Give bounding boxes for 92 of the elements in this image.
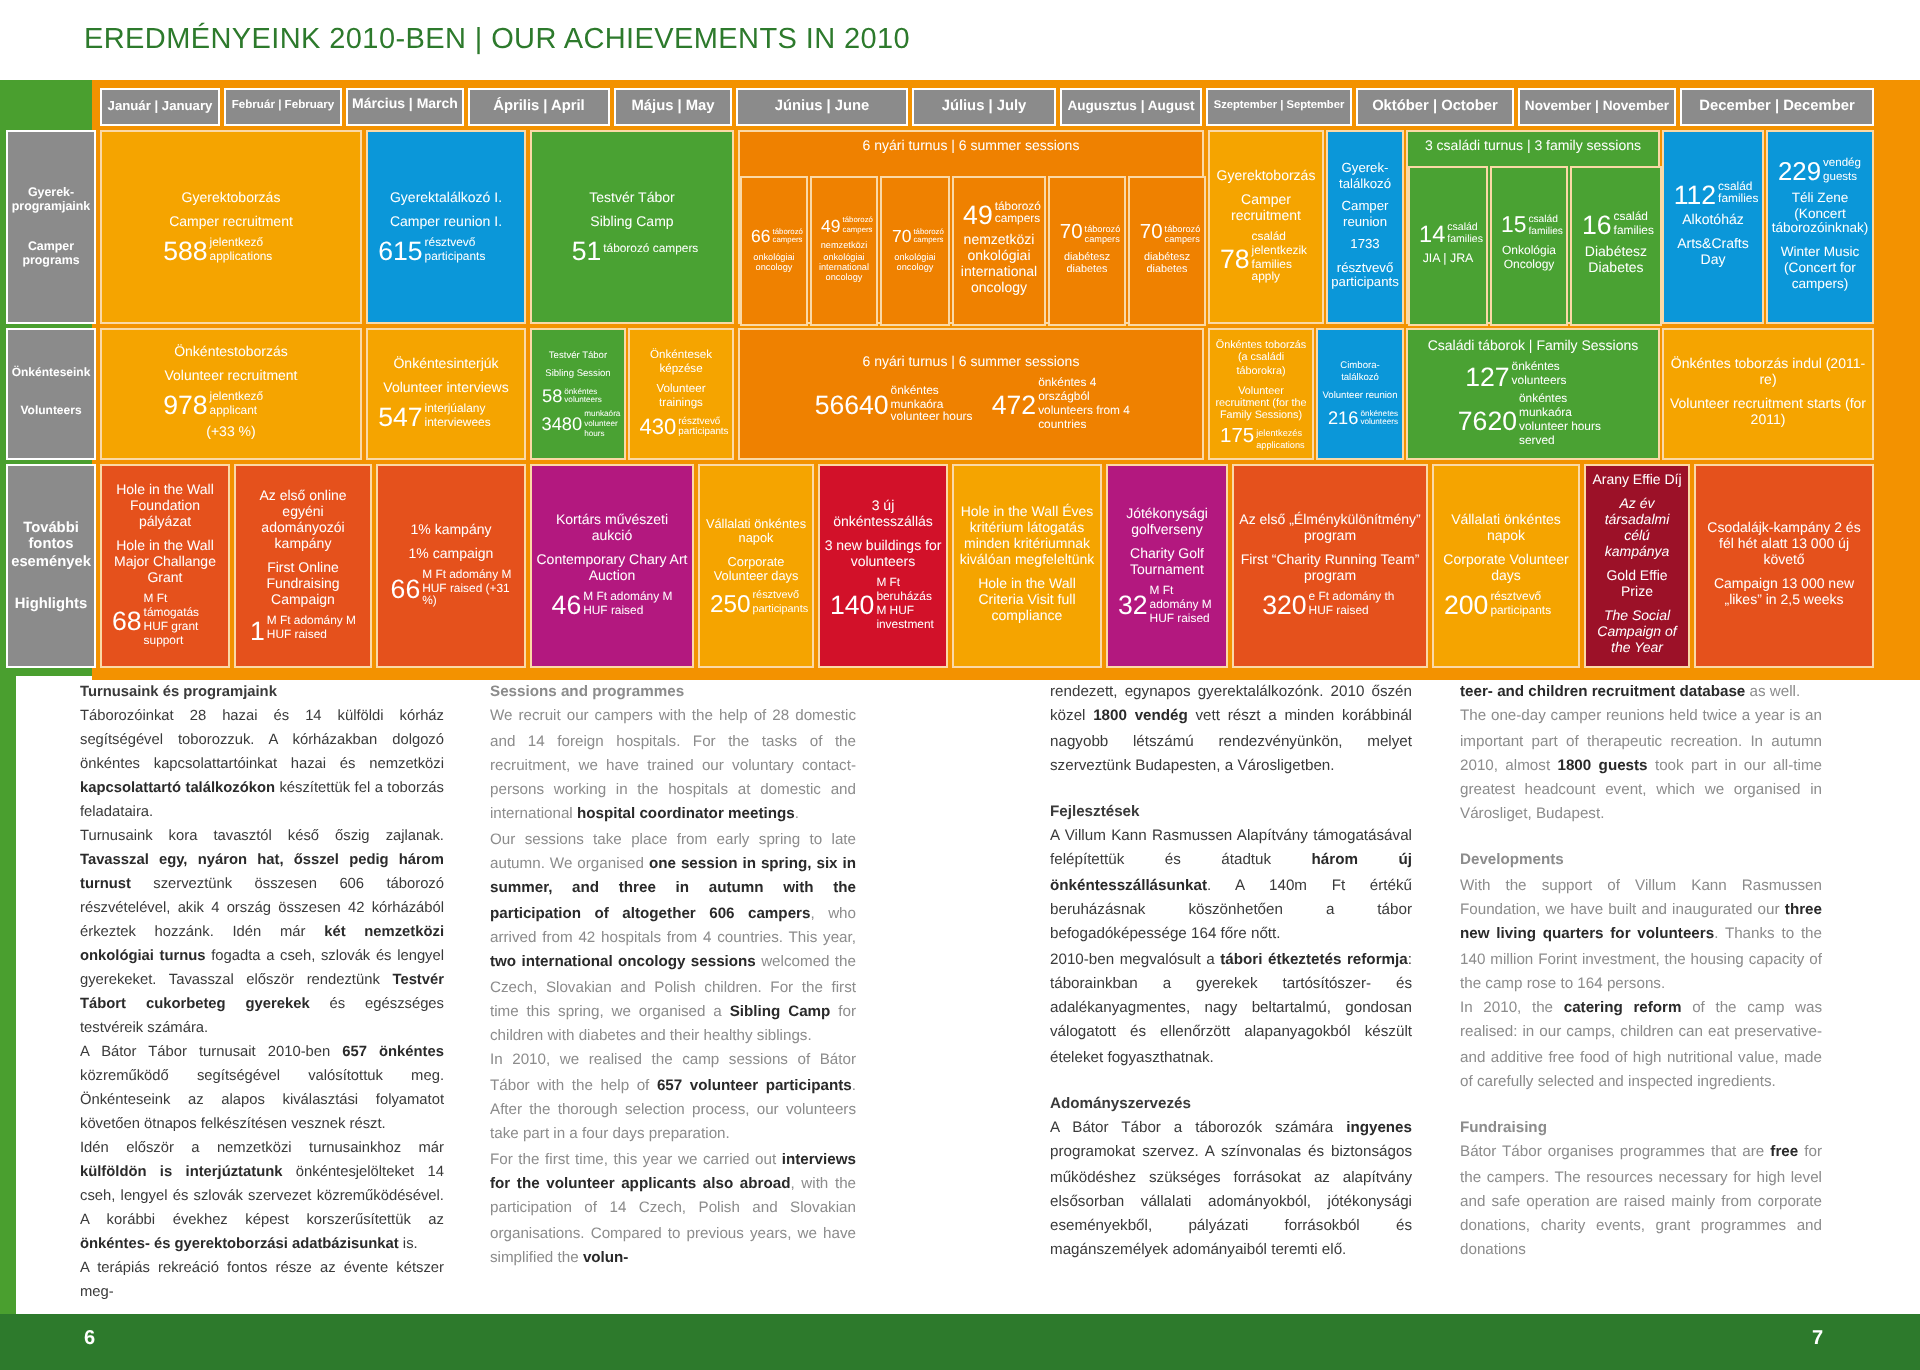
row-header bbox=[6, 328, 96, 460]
page-title: EREDMÉNYEINK 2010-BEN | OUR ACHIEVEMENTS IN 2010 bbox=[84, 24, 911, 56]
stat-number: 978 bbox=[163, 392, 208, 420]
timeline-cell bbox=[738, 328, 1204, 460]
stat-number: 32 bbox=[1118, 592, 1148, 620]
stat-number: 229 bbox=[1778, 159, 1822, 186]
month-header bbox=[614, 88, 732, 126]
month-header bbox=[736, 88, 908, 126]
stat-number: 49 bbox=[963, 201, 993, 229]
timeline-cell bbox=[1662, 328, 1874, 460]
stat-number: 70 bbox=[1139, 224, 1163, 245]
row-header bbox=[6, 464, 96, 668]
timeline-cell bbox=[698, 464, 814, 668]
stat-number: 3480 bbox=[541, 415, 583, 434]
timeline-cell bbox=[952, 464, 1102, 668]
timeline-cell bbox=[1106, 464, 1228, 668]
timeline-cell bbox=[366, 328, 526, 460]
month-header bbox=[224, 88, 342, 126]
timeline-cell bbox=[1406, 328, 1660, 460]
stat-number: 200 bbox=[1444, 592, 1489, 620]
stat-number: 175 bbox=[1220, 428, 1255, 450]
timeline-group bbox=[738, 130, 1204, 324]
stat-number: 547 bbox=[378, 404, 423, 432]
stat-number: 615 bbox=[378, 237, 423, 265]
stat-number: 250 bbox=[709, 591, 751, 616]
timeline-cell bbox=[880, 176, 950, 326]
timeline-cell bbox=[100, 464, 230, 668]
month-header bbox=[1518, 88, 1676, 126]
month-header bbox=[1060, 88, 1202, 126]
timeline-cell bbox=[366, 130, 526, 324]
month-header bbox=[346, 88, 464, 126]
stat-number: 216 bbox=[1327, 409, 1359, 428]
timeline-cell bbox=[818, 464, 948, 668]
timeline-cell bbox=[1408, 166, 1488, 326]
month-header bbox=[1206, 88, 1352, 126]
timeline-cell bbox=[530, 130, 734, 324]
month-header bbox=[1356, 88, 1514, 126]
stat-number: 15 bbox=[1501, 216, 1527, 240]
timeline-cell bbox=[1694, 464, 1874, 668]
timeline-cell bbox=[1490, 166, 1568, 326]
timeline-cell bbox=[1208, 328, 1314, 460]
timeline-cell bbox=[1048, 176, 1126, 326]
timeline-cell bbox=[952, 176, 1046, 326]
month-header bbox=[468, 88, 610, 126]
stat-number: 70 bbox=[892, 227, 912, 246]
stat-number: 14 bbox=[1419, 223, 1446, 247]
timeline-cell bbox=[740, 176, 808, 326]
timeline-cell bbox=[1208, 130, 1324, 324]
stat-number: 66 bbox=[390, 576, 421, 604]
timeline-cell bbox=[100, 328, 362, 460]
timeline-cell bbox=[1316, 328, 1404, 460]
timeline-cell bbox=[530, 328, 626, 460]
month-header bbox=[912, 88, 1056, 126]
stat-number: 58 bbox=[542, 387, 563, 407]
timeline-cell bbox=[376, 464, 526, 668]
month-header bbox=[100, 88, 220, 126]
timeline-cell bbox=[628, 328, 734, 460]
stat-number: 588 bbox=[163, 237, 208, 265]
stat-number: 140 bbox=[830, 592, 875, 620]
stat-number: 66 bbox=[751, 227, 771, 246]
stat-number: 472 bbox=[991, 392, 1037, 420]
stat-number: 46 bbox=[551, 592, 582, 620]
stat-number: 78 bbox=[1220, 245, 1250, 273]
stat-number: 127 bbox=[1465, 363, 1510, 390]
timeline-cell bbox=[1432, 464, 1580, 668]
month-header bbox=[1680, 88, 1874, 126]
timeline-cell bbox=[1232, 464, 1428, 668]
stat-number: 430 bbox=[639, 417, 677, 440]
timeline-cell bbox=[1584, 464, 1690, 668]
stat-number: 51 bbox=[571, 237, 602, 265]
timeline-group bbox=[1406, 130, 1660, 324]
timeline-cell bbox=[234, 464, 372, 668]
row-header bbox=[6, 130, 96, 324]
timeline-cell bbox=[530, 464, 694, 668]
stat-number: 68 bbox=[112, 608, 142, 636]
timeline-cell bbox=[810, 176, 878, 326]
page-number: 7 bbox=[1812, 1328, 1824, 1350]
stat-number: 56640 bbox=[814, 392, 889, 420]
stat-number: 16 bbox=[1582, 212, 1612, 240]
stat-number: 70 bbox=[1059, 224, 1083, 245]
timeline-cell bbox=[1570, 166, 1662, 326]
timeline-cell bbox=[1766, 130, 1874, 324]
timeline-cell bbox=[100, 130, 362, 324]
stat-number: 7620 bbox=[1457, 408, 1517, 435]
timeline-cell bbox=[1326, 130, 1404, 324]
stat-number: 320 bbox=[1262, 592, 1307, 620]
timeline-cell bbox=[1662, 130, 1764, 324]
timeline-cell bbox=[1128, 176, 1206, 326]
stat-number: 112 bbox=[1673, 181, 1717, 209]
stat-number: 49 bbox=[821, 217, 841, 235]
stat-number: 1 bbox=[250, 617, 265, 644]
page-number: 6 bbox=[84, 1328, 96, 1350]
